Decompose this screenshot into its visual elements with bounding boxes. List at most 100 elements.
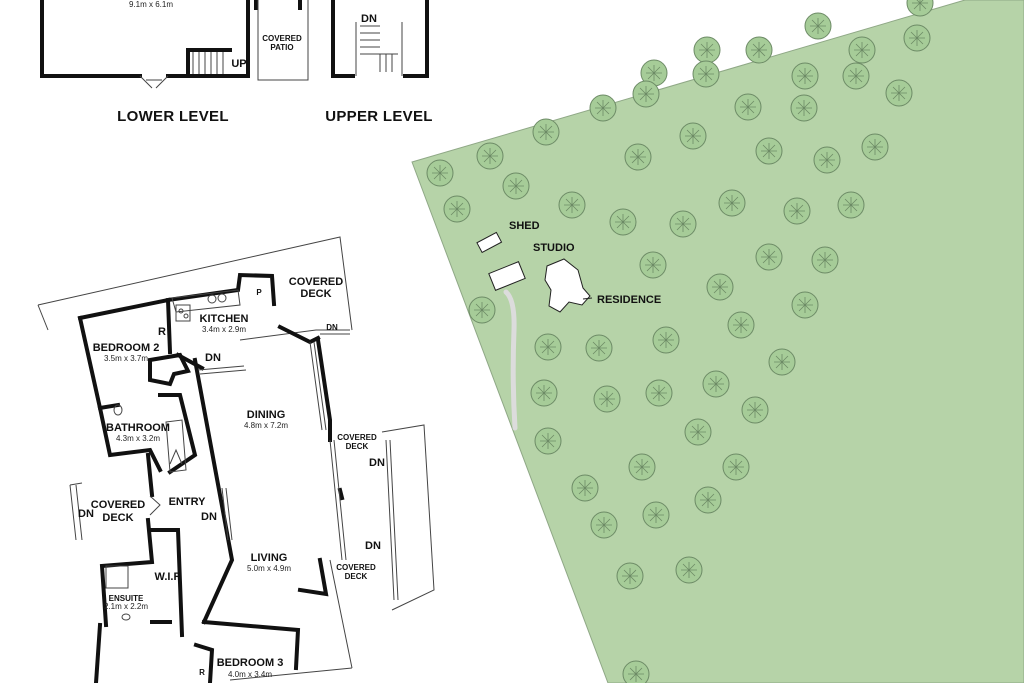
- tree-icon-detail: [648, 507, 664, 523]
- bedroom-3-dimension: 4.0m x 3.4m: [228, 670, 272, 679]
- tree-icon-detail: [854, 42, 870, 58]
- covered-patio-label-2: PATIO: [270, 43, 293, 52]
- tree-icon-detail: [774, 354, 790, 370]
- tree-icon-detail: [651, 385, 667, 401]
- tree-icon-detail: [733, 317, 749, 333]
- tree-icon-detail: [540, 339, 556, 355]
- covered-patio-label-1: COVERED: [262, 34, 302, 43]
- robe-r2-label: R: [199, 668, 205, 677]
- tree-icon-detail: [474, 302, 490, 318]
- tree-icon-detail: [538, 124, 554, 140]
- tree-icon-detail: [599, 391, 615, 407]
- dn-right-upper-label: DN: [369, 457, 385, 469]
- tree-icon-detail: [724, 195, 740, 211]
- kitchen-label: KITCHEN: [200, 313, 249, 325]
- living-label: LIVING: [251, 552, 288, 564]
- tree-icon-detail: [712, 279, 728, 295]
- tree-icon-detail: [638, 86, 654, 102]
- tree-icon-detail: [622, 568, 638, 584]
- tree-icon-detail: [675, 216, 691, 232]
- tree-icon-detail: [540, 433, 556, 449]
- tree-icon-detail: [630, 149, 646, 165]
- tree-icon-detail: [645, 257, 661, 273]
- tree-icon-detail: [615, 214, 631, 230]
- studio-building: [488, 261, 526, 291]
- tree-icon-detail: [577, 480, 593, 496]
- shed-label: SHED: [509, 220, 540, 232]
- tree-icon-detail: [698, 66, 714, 82]
- upper-level-dn-label: DN: [361, 13, 377, 25]
- tree-icon-detail: [796, 100, 812, 116]
- site-boundary: [411, 0, 1024, 683]
- covered-deck-top-label-1: COVERED: [289, 276, 343, 288]
- tree-icon-detail: [658, 332, 674, 348]
- living-dimension: 5.0m x 4.9m: [247, 564, 291, 573]
- covered-deck-lower-label-2: DECK: [345, 572, 368, 581]
- upper-level-plan: DN UPPER LEVEL: [325, 0, 432, 125]
- wir-label: W.I.R: [155, 571, 182, 583]
- tree-icon-detail: [708, 376, 724, 392]
- tree-icon-detail: [449, 201, 465, 217]
- bedroom-3-label: BEDROOM 3: [217, 657, 284, 669]
- dn-hall-label: DN: [205, 352, 221, 364]
- tree-icon-detail: [681, 562, 697, 578]
- tree-icon-detail: [536, 385, 552, 401]
- tree-icon-detail: [685, 128, 701, 144]
- tree-icon-detail: [797, 297, 813, 313]
- tree-icon-detail: [909, 30, 925, 46]
- tree-icon-detail: [595, 100, 611, 116]
- dn-entry-label: DN: [201, 511, 217, 523]
- residence-building: [544, 258, 591, 313]
- tree-icon-detail: [848, 68, 864, 84]
- tree-icon-detail: [699, 42, 715, 58]
- bedroom-2-label: BEDROOM 2: [93, 342, 160, 354]
- entry-label: ENTRY: [169, 496, 207, 508]
- covered-deck-right-label-1: COVERED: [337, 433, 377, 442]
- tree-icon-detail: [646, 65, 662, 81]
- covered-deck-left-label-1: COVERED: [91, 499, 145, 511]
- ensuite-label: ENSUITE: [109, 594, 144, 603]
- lower-level-plan: 9.1m x 6.1m UP COVERED PATIO LOWER LEVEL: [40, 0, 309, 125]
- shed-building: [476, 231, 503, 254]
- tree-icon-detail: [912, 0, 928, 11]
- tree-icon-detail: [628, 666, 644, 682]
- tree-icon-detail: [596, 517, 612, 533]
- main-floor-plan: COVERED DECK P KITCHEN 3.4m x 2.9m DN BE…: [37, 236, 435, 683]
- dining-label: DINING: [247, 409, 286, 421]
- tree-icon-detail: [634, 459, 650, 475]
- pantry-label: P: [256, 288, 262, 297]
- tree-icon-detail: [690, 424, 706, 440]
- tree-icon-detail: [432, 165, 448, 181]
- tree-icon-detail: [740, 99, 756, 115]
- robe-r-label: R: [158, 326, 166, 338]
- tree-icon-detail: [508, 178, 524, 194]
- tree-icon-detail: [728, 459, 744, 475]
- tree-icon-detail: [819, 152, 835, 168]
- covered-deck-top-label-2: DECK: [300, 288, 331, 300]
- tree-icon-detail: [810, 18, 826, 34]
- tree-icon-detail: [797, 68, 813, 84]
- tree-group: [426, 0, 934, 683]
- site-plan: SHED STUDIO RESIDENCE: [411, 0, 1024, 683]
- dn-right-lower-label: DN: [365, 540, 381, 552]
- tree-icon-detail: [817, 252, 833, 268]
- covered-deck-right-label-2: DECK: [346, 442, 369, 451]
- tree-icon-detail: [747, 402, 763, 418]
- tree-icon-detail: [761, 143, 777, 159]
- tree-icon-detail: [867, 139, 883, 155]
- lower-level-up-label: UP: [231, 58, 246, 70]
- tree-icon-detail: [761, 249, 777, 265]
- dn-left-label: DN: [78, 508, 94, 520]
- dining-dimension: 4.8m x 7.2m: [244, 421, 288, 430]
- lower-level-dimension: 9.1m x 6.1m: [129, 0, 173, 9]
- tree-icon-detail: [891, 85, 907, 101]
- tree-icon-detail: [482, 148, 498, 164]
- bedroom-2-dimension: 3.5m x 3.7m: [104, 354, 148, 363]
- tree-icon-detail: [751, 42, 767, 58]
- residence-label: RESIDENCE: [597, 294, 661, 306]
- studio-label: STUDIO: [533, 242, 575, 254]
- tree-icon-detail: [700, 492, 716, 508]
- bathroom-dimension: 4.3m x 3.2m: [116, 434, 160, 443]
- tree-icon-detail: [843, 197, 859, 213]
